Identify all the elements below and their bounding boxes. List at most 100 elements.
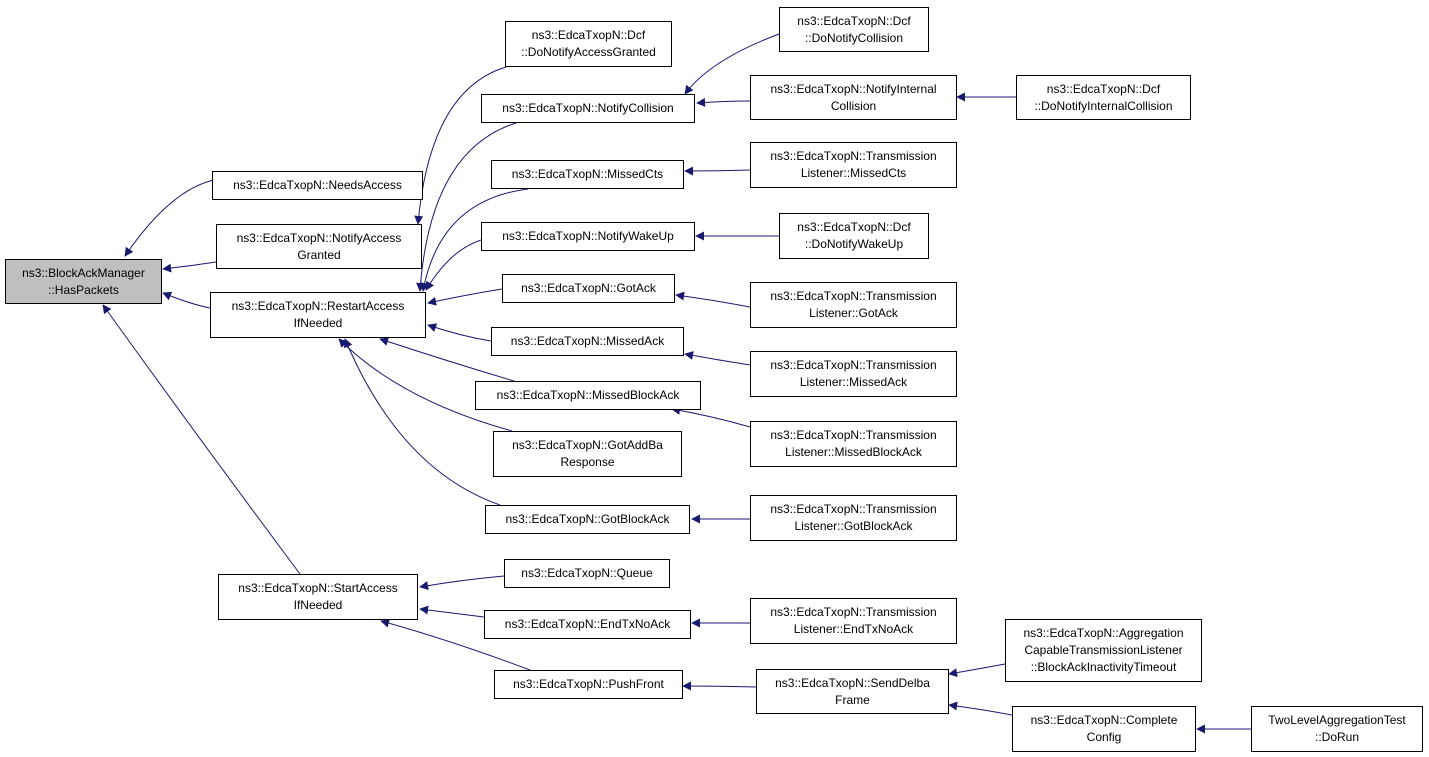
- node-label-line: ns3::EdcaTxopN::Dcf: [531, 28, 646, 42]
- edge-missedack-to-restartaccess: [427, 323, 492, 342]
- edge-notifyaccessgranted-to-root: [162, 261, 217, 273]
- node-label-line: ns3::EdcaTxopN::Dcf: [797, 220, 911, 234]
- node-missedack[interactable]: ns3::EdcaTxopN::MissedAck: [491, 327, 684, 356]
- node-label-line: Config: [1086, 730, 1122, 744]
- node-label-line: CapableTransmissionListener: [1024, 643, 1183, 657]
- node-label-line: ns3::EdcaTxopN::NotifyCollision: [502, 101, 674, 115]
- node-label-line: ns3::EdcaTxopN::RestartAccess: [231, 299, 405, 313]
- edge-endtxnoack-to-startaccess: [419, 605, 485, 618]
- node-label-line: IfNeeded: [293, 598, 343, 612]
- node-label-line: ns3::EdcaTxopN::StartAccess: [238, 581, 398, 595]
- node-dcf_dowakeup[interactable]: ns3::EdcaTxopN::Dcf::DoNotifyWakeUp: [779, 213, 929, 259]
- node-dcf_dointernalcollision[interactable]: ns3::EdcaTxopN::Dcf::DoNotifyInternalCol…: [1016, 75, 1191, 120]
- node-dcf_docollision[interactable]: ns3::EdcaTxopN::Dcf::DoNotifyCollision: [779, 7, 929, 52]
- node-label-line: TwoLevelAggregationTest: [1268, 713, 1406, 727]
- edge-notifycollision-to-restartaccess: [416, 122, 517, 292]
- edge-senddelba-to-pushfront: [682, 681, 757, 691]
- node-gotack[interactable]: ns3::EdcaTxopN::GotAck: [502, 274, 675, 303]
- node-label-line: ns3::EdcaTxopN::Aggregation: [1023, 626, 1184, 640]
- edge-queue-to-startaccess: [419, 575, 505, 591]
- edge-gotblockack-to-restartaccess: [343, 338, 501, 506]
- node-dcf_doaccessgranted[interactable]: ns3::EdcaTxopN::Dcf::DoNotifyAccessGrant…: [505, 21, 672, 67]
- node-label-line: ns3::EdcaTxopN::MissedCts: [511, 167, 664, 181]
- edge-gotaddba-to-restartaccess: [338, 338, 513, 432]
- node-label-line: ns3::EdcaTxopN::Dcf: [1046, 81, 1161, 96]
- node-label-line: Collision: [830, 98, 877, 113]
- edge-tl_gotack-to-gotack: [675, 291, 751, 308]
- node-label-line: ns3::EdcaTxopN::NotifyAccess: [236, 230, 402, 245]
- edge-notifyinternalcollision-to-notifycollision: [696, 97, 751, 107]
- edge-restartaccess-to-root: [162, 291, 211, 309]
- node-label-line: ns3::EdcaTxopN::NeedsAccess: [233, 178, 402, 192]
- node-missedblockack[interactable]: ns3::EdcaTxopN::MissedBlockAck: [475, 381, 701, 410]
- node-label-line: Listener::EndTxNoAck: [793, 622, 914, 636]
- node-label-line: ns3::EdcaTxopN::SendDelba: [775, 675, 930, 690]
- node-label-line: Granted: [297, 247, 341, 262]
- node-queue[interactable]: ns3::EdcaTxopN::Queue: [504, 559, 670, 588]
- edge-missedblockack-to-restartaccess: [379, 337, 515, 382]
- node-label-line: ::HasPackets: [48, 282, 119, 297]
- node-endtxnoack[interactable]: ns3::EdcaTxopN::EndTxNoAck: [484, 610, 691, 639]
- node-label-line: ::BlockAckInactivityTimeout: [1030, 660, 1177, 674]
- edge-dcf_docollision-to-notifycollision: [684, 33, 780, 95]
- node-label-line: IfNeeded: [293, 316, 343, 330]
- node-label-line: Listener::MissedBlockAck: [785, 445, 922, 459]
- node-label-line: ns3::EdcaTxopN::GotAddBa: [512, 438, 663, 452]
- node-label-line: ns3::EdcaTxopN::Transmission: [770, 502, 937, 516]
- node-notifycollision[interactable]: ns3::EdcaTxopN::NotifyCollision: [481, 94, 695, 123]
- node-label-line: Listener::GotBlockAck: [794, 519, 913, 533]
- node-label-line: Listener::GotAck: [809, 306, 898, 320]
- node-label-line: Frame: [835, 692, 870, 707]
- node-needsaccess[interactable]: ns3::EdcaTxopN::NeedsAccess: [212, 171, 423, 200]
- node-gotblockack[interactable]: ns3::EdcaTxopN::GotBlockAck: [485, 505, 690, 534]
- node-label-line: ns3::EdcaTxopN::Transmission: [770, 358, 937, 372]
- node-root: ns3::BlockAckManager::HasPackets: [5, 259, 162, 304]
- node-label-line: ns3::BlockAckManager: [22, 265, 145, 280]
- edge-startaccess-to-root: [102, 304, 301, 575]
- edge-tl_missedblockack-to-missedblockack: [671, 405, 751, 428]
- node-label-line: ns3::EdcaTxopN::NotifyWakeUp: [502, 229, 674, 243]
- edge-agg_blockackinactivity-to-senddelba: [948, 663, 1006, 678]
- node-label-line: ns3::EdcaTxopN::NotifyInternal: [770, 81, 937, 96]
- edge-tl_missedack-to-missedack: [684, 351, 751, 366]
- edge-notifywakeup-to-restartaccess: [425, 239, 482, 291]
- node-label-line: ns3::EdcaTxopN::Complete: [1030, 713, 1178, 727]
- node-label-line: ns3::EdcaTxopN::MissedBlockAck: [496, 388, 680, 402]
- node-label-line: Response: [560, 455, 615, 469]
- node-label-line: ns3::EdcaTxopN::Dcf: [797, 13, 911, 28]
- node-label-line: ns3::EdcaTxopN::GotBlockAck: [505, 512, 670, 526]
- edge-completeconfig-to-senddelba: [948, 701, 1013, 716]
- edge-pushfront-to-startaccess: [380, 618, 531, 671]
- node-label-line: ns3::EdcaTxopN::Transmission: [770, 149, 937, 163]
- node-label-line: ns3::EdcaTxopN::MissedAck: [510, 334, 665, 348]
- node-label-line: ns3::EdcaTxopN::Transmission: [770, 605, 937, 619]
- node-label-line: ns3::EdcaTxopN::Transmission: [770, 289, 937, 303]
- node-notifywakeup[interactable]: ns3::EdcaTxopN::NotifyWakeUp: [481, 222, 695, 251]
- node-label-line: ::DoNotifyInternalCollision: [1034, 98, 1173, 113]
- node-label-line: ns3::EdcaTxopN::PushFront: [513, 677, 664, 691]
- edge-tl_missedcts-to-missedcts: [684, 166, 751, 176]
- node-label-line: ::DoNotifyAccessGranted: [521, 45, 656, 59]
- edge-missedcts-to-restartaccess: [420, 188, 529, 292]
- node-label-line: Listener::MissedCts: [800, 166, 907, 180]
- node-twolevel_dorun[interactable]: TwoLevelAggregationTest::DoRun: [1251, 706, 1423, 752]
- node-missedcts[interactable]: ns3::EdcaTxopN::MissedCts: [491, 160, 684, 189]
- node-pushfront[interactable]: ns3::EdcaTxopN::PushFront: [494, 670, 683, 699]
- node-label-line: ns3::EdcaTxopN::Transmission: [770, 428, 937, 442]
